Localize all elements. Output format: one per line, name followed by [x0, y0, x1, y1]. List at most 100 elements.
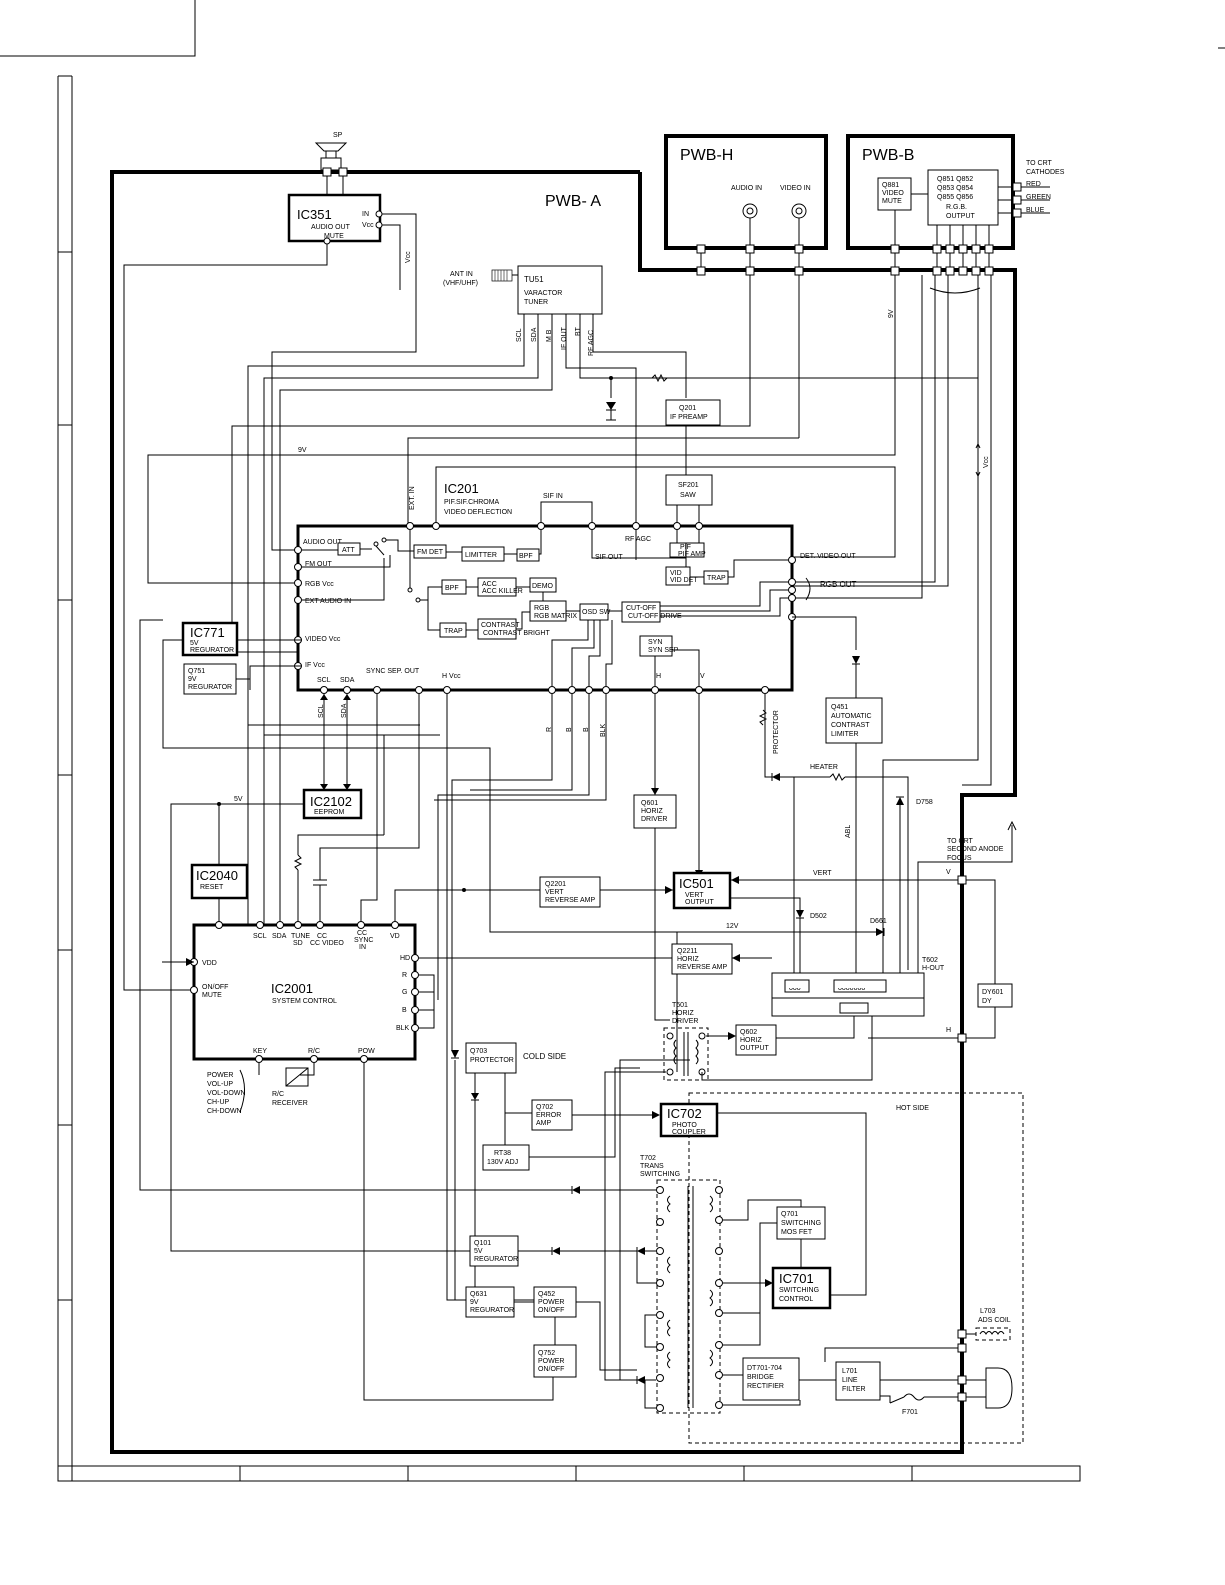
red-label: RED [1026, 181, 1041, 188]
ic201-bottom-wiring: R B B BLK SCL SDA [248, 694, 780, 1072]
block-bpf1: BPF [519, 553, 533, 560]
q701-box [776, 1206, 826, 1240]
dt701-name: DT701-704 [747, 1365, 782, 1372]
tu51-box [517, 265, 603, 315]
block-vid: VID [670, 570, 682, 577]
ic201-rf-agc: RF AGC [625, 536, 651, 543]
l701-name: L701 [842, 1368, 858, 1375]
five-v-label: 5V [234, 796, 243, 803]
block-acc: ACC [482, 581, 497, 588]
ic2001-pin-sda: SDA [272, 933, 287, 940]
q2201-box [539, 876, 601, 908]
ic201-sif-in: SIF IN [543, 493, 563, 500]
q451-l1: AUTOMATIC [831, 713, 872, 720]
twelve-v-label: 12V [726, 923, 739, 930]
l703-name: L703 [980, 1308, 996, 1315]
t601-l1: HORIZ [672, 1010, 695, 1017]
q881-line1: VIDEO [882, 190, 904, 197]
crt-anode-l1: SECOND ANODE [947, 846, 1004, 853]
ic701-name: IC701 [779, 1271, 814, 1286]
eeprom-reset-section: IC2102 EEPROM 5V IC2040 RESET [170, 735, 470, 1252]
q881-name: Q881 [882, 182, 899, 189]
tu51-line1: VARACTOR [524, 290, 562, 297]
ic351-vcc: Vcc [362, 222, 374, 229]
h-label: H [946, 1027, 951, 1034]
rt38-box [482, 1144, 530, 1171]
tu51-pin-mb: M B [546, 329, 553, 342]
q602-box [735, 1024, 777, 1056]
q101-box [469, 1235, 519, 1267]
dt701-l1: BRIDGE [747, 1374, 774, 1381]
q601-l1: HORIZ [641, 808, 664, 815]
ic201-pin-if-vcc: IF Vcc [305, 662, 325, 669]
ic701-box [771, 1266, 832, 1310]
sp-label: SP [333, 132, 343, 139]
ic771-box [181, 621, 239, 657]
ic2001-pin-r: R [402, 972, 407, 979]
q702-box [531, 1099, 573, 1131]
ic2102-sub: EEPROM [314, 809, 345, 816]
ic2001-section: IC2001 SYSTEM CONTROL SCL SDA TUNE SD CC… [162, 886, 730, 1401]
ac-plug-icon [985, 1367, 1013, 1409]
q451-l3: LIMITER [831, 731, 859, 738]
ic2001-name: IC2001 [271, 981, 313, 996]
block-syn: SYN [648, 639, 662, 646]
ic201-pin-fm-out: FM OUT [305, 561, 333, 568]
ic201-name: IC201 [444, 481, 479, 496]
pwb-a-board: PWB- A [110, 170, 1017, 1454]
page-frame [0, 0, 1225, 1482]
ic2001-pin-vd: VD [390, 933, 400, 940]
block-vid-det: VID DET [670, 577, 698, 584]
q2211-l1: HORIZ [677, 956, 700, 963]
q101-name: Q101 [474, 1240, 491, 1247]
ic771-v: 5V [190, 640, 199, 647]
ic2001-box [192, 923, 417, 1061]
key-ch-up: CH-UP [207, 1099, 229, 1106]
sf201-box [665, 474, 713, 506]
video-in-jack-icon [791, 203, 807, 219]
ic2001-pin-cc2: CC [357, 930, 367, 937]
ic351-sub: AUDIO OUT [311, 224, 351, 231]
block-acc-killer: ACC KILLER [482, 588, 523, 595]
l701-box [835, 1361, 881, 1401]
q703-box [465, 1042, 517, 1074]
block-fm-det: FM DET [417, 549, 444, 556]
q2211-box [671, 943, 733, 975]
t702-l1: TRANS [640, 1163, 664, 1170]
ic2001-pin-rc: R/C [308, 1048, 320, 1055]
tu51-section: TU51 VARACTOR TUNER ANT IN (VHF/UHF) SCL… [247, 265, 978, 925]
block-syn-sep: SYN SEP [648, 647, 679, 654]
sf201-sub: SAW [680, 492, 696, 499]
nine-v-label: 9V [298, 447, 307, 454]
q452-l1: POWER [538, 1299, 564, 1306]
q452-l2: ON/OFF [538, 1307, 564, 1314]
q851-box [927, 169, 999, 226]
block-demo: DEMO [532, 583, 554, 590]
speaker-section: SP IC351 AUDIO OUT MUTE IN Vcc Vcc [123, 132, 417, 991]
ic2001-pin-hd: HD [400, 955, 410, 962]
l701-l1: LINE [842, 1377, 858, 1384]
rc-receiver-label: RECEIVER [272, 1100, 308, 1107]
sf201-name: SF201 [678, 482, 699, 489]
deflection-section: Q601 HORIZ DRIVER Q451 AUTOMATIC CONTRAS… [462, 656, 1017, 1043]
crt-cathodes-line0: TO CRT [1026, 160, 1053, 167]
green-label: GREEN [1026, 194, 1051, 201]
pwb-h-video-in: VIDEO IN [780, 185, 811, 192]
tu51-line2: TUNER [524, 299, 548, 306]
rt38-sub: 130V ADJ [487, 1159, 518, 1166]
block-rgb-matrix: RGB MATRIX [534, 613, 577, 620]
q701-l2: MOS FET [781, 1229, 813, 1236]
pwb-a-label: PWB- A [545, 193, 601, 210]
block-limitter: LIMITTER [465, 552, 497, 559]
pwb-b-label: PWB-B [862, 147, 914, 164]
q703-sub: PROTECTOR [470, 1057, 514, 1064]
t702-l2: SWITCHING [640, 1171, 680, 1178]
ic2102-name: IC2102 [310, 794, 352, 809]
block-cutoff-drive: CUT-OFF DRIVE [628, 613, 682, 620]
pwb-b-board: PWB-B Q881 VIDEO MUTE Q851 Q852 Q853 Q85… [846, 134, 1065, 294]
q452-name: Q452 [538, 1291, 555, 1298]
rgb-blk-label: BLK [600, 723, 607, 737]
ic771-sub: REGURATOR [190, 647, 234, 654]
scl-label: SCL [318, 704, 325, 718]
